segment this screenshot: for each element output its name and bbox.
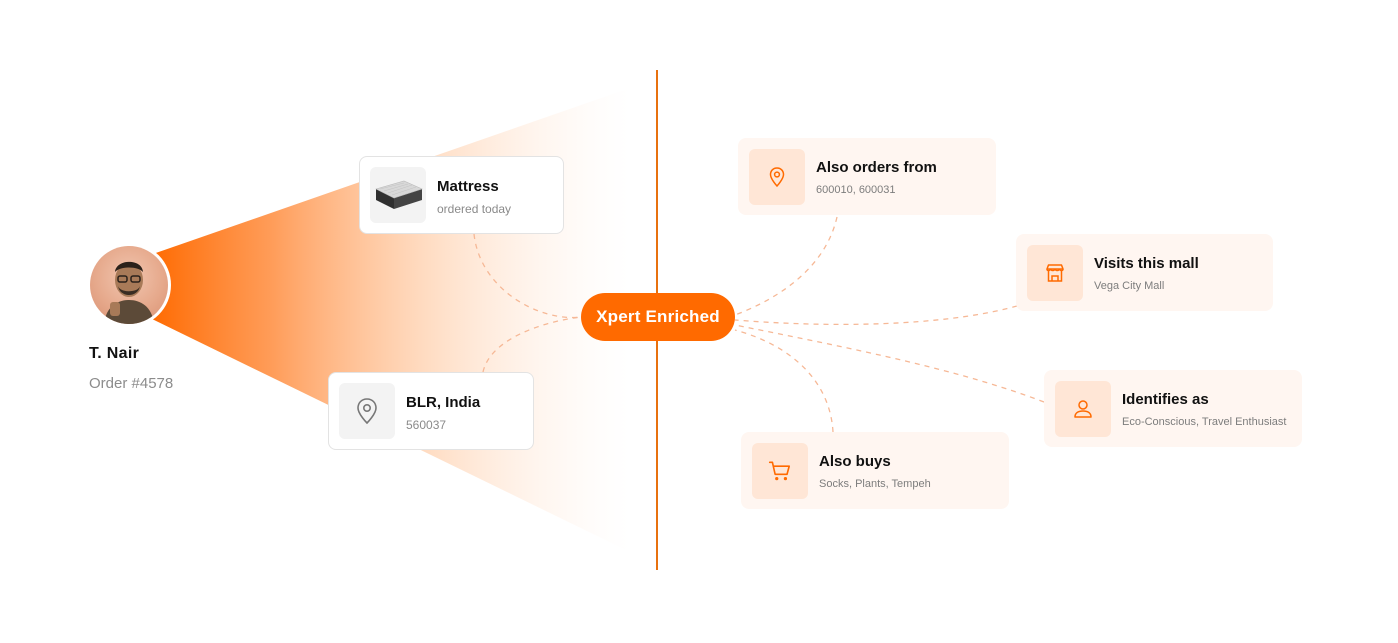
dashed-connectors <box>473 216 1045 433</box>
avatar <box>87 243 171 327</box>
mattress-image <box>370 167 426 223</box>
order-number: Order #4578 <box>89 375 174 392</box>
person-name: T. Nair <box>89 345 140 362</box>
card-subtitle: ordered today <box>437 202 512 216</box>
card-visits-mall[interactable]: Visits this mall Vega City Mall <box>1016 234 1273 311</box>
card-title: Also orders from <box>816 159 937 176</box>
card-also-orders-from[interactable]: Also orders from 600010, 600031 <box>738 138 996 215</box>
connector-identifies <box>734 324 1045 403</box>
cart-icon <box>752 443 808 499</box>
avatar-photo <box>90 246 168 324</box>
card-subtitle: 560037 <box>406 418 447 432</box>
connector-mall <box>734 305 1018 326</box>
location-pin-icon <box>749 149 805 205</box>
connector-mattress <box>473 233 582 319</box>
card-title: Also buys <box>819 453 891 470</box>
card-title: Mattress <box>437 178 499 195</box>
card-identifies-as[interactable]: Identifies as Eco-Conscious, Travel Enth… <box>1044 370 1302 447</box>
store-icon <box>1027 245 1083 301</box>
card-location[interactable]: BLR, India 560037 <box>328 372 534 450</box>
card-subtitle: 600010, 600031 <box>816 184 896 196</box>
card-subtitle: Socks, Plants, Tempeh <box>819 478 931 490</box>
connector-also-orders <box>734 216 838 316</box>
card-also-buys[interactable]: Also buys Socks, Plants, Tempeh <box>741 432 1009 509</box>
card-title: Visits this mall <box>1094 255 1199 272</box>
card-subtitle: Eco-Conscious, Travel Enthusiast <box>1122 416 1287 428</box>
card-mattress[interactable]: Mattress ordered today <box>359 156 564 234</box>
xpert-enriched-badge: Xpert Enriched <box>581 293 735 341</box>
card-title: Identifies as <box>1122 391 1209 408</box>
location-pin-icon <box>339 383 395 439</box>
card-subtitle: Vega City Mall <box>1094 280 1165 292</box>
card-title: BLR, India <box>406 394 481 411</box>
connector-location <box>482 316 582 373</box>
connector-also-buys <box>734 329 834 433</box>
user-icon <box>1055 381 1111 437</box>
